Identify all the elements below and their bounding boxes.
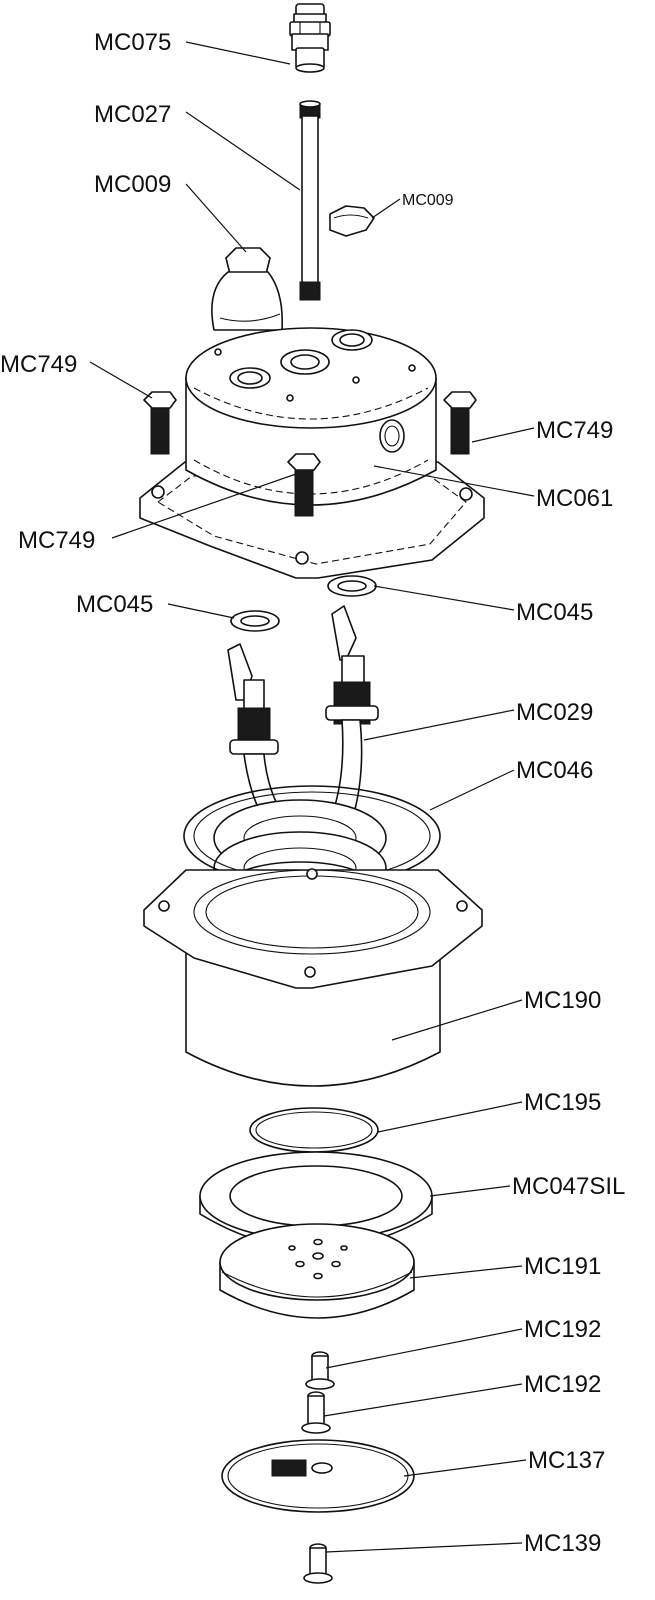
label-mc046: MC046 [516,757,593,784]
part-mc192-screw-top [305,1351,335,1390]
label-mc075: MC075 [94,29,171,56]
label-mc029: MC029 [516,699,593,726]
leader-lines [89,41,535,1553]
part-mc139-screw [303,1543,333,1584]
label-mc045-left: MC045 [76,591,153,618]
part-mc192-screw-bottom [301,1391,331,1434]
part-mc045-washer-left [230,610,280,632]
label-mc191: MC191 [524,1253,601,1280]
label-mc045-right: MC045 [516,599,593,626]
part-mc075-fitting [289,3,331,73]
part-labels: MC075 MC027 MC009 MC009 MC749 MC749 MC06… [0,29,625,1557]
label-mc009: MC009 [94,171,171,198]
label-mc027: MC027 [94,101,171,128]
label-mc139: MC139 [524,1530,601,1557]
label-mc749-right: MC749 [536,417,613,444]
part-mc749-bolt-middle [287,453,321,517]
part-mc137-screen [221,1439,415,1513]
label-mc009-small: MC009 [402,192,454,209]
part-mc195-oring [249,1107,379,1153]
label-mc061: MC061 [536,485,613,512]
label-mc137: MC137 [528,1447,605,1474]
part-mc749-bolt-right [443,391,477,455]
label-mc192-top: MC192 [524,1316,601,1343]
part-mc027-rod [299,100,321,301]
part-mc191-plate [219,1223,415,1319]
part-mc047sil-seal [199,1151,433,1250]
part-mc009-nut-dome [211,247,284,331]
label-mc749-left: MC749 [0,351,77,378]
part-mc190-boiler [143,868,483,1087]
label-mc192-bottom: MC192 [524,1371,601,1398]
label-mc749-middle: MC749 [18,527,95,554]
part-mc009-nut-small [329,205,375,237]
part-mc045-washer-right [327,575,377,597]
part-mc749-bolt-left [143,391,177,455]
part-mc061-cover [139,327,485,579]
label-mc195: MC195 [524,1089,601,1116]
label-mc190: MC190 [524,987,601,1014]
label-mc047sil: MC047SIL [512,1173,625,1200]
